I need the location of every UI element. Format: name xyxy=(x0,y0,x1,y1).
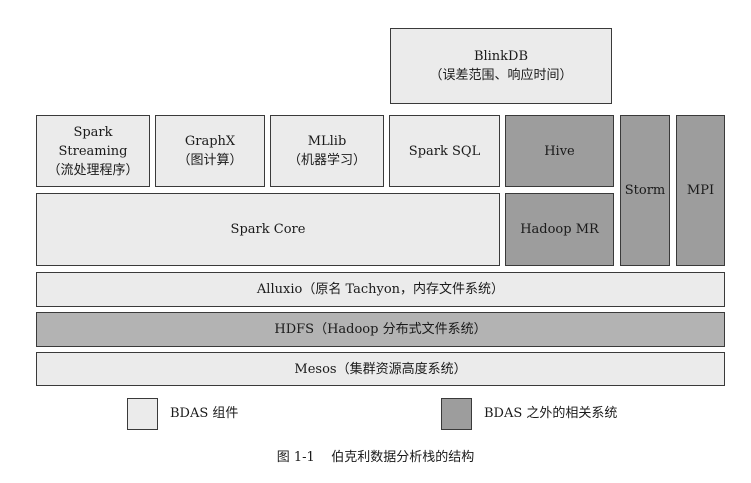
mesos-title: Mesos（集群资源高度系统） xyxy=(294,361,467,377)
hadoop-mr-box: Hadoop MR xyxy=(505,193,614,266)
blinkdb-box: BlinkDB （误差范围、响应时间） xyxy=(390,28,612,104)
blinkdb-subtitle: （误差范围、响应时间） xyxy=(429,68,573,83)
mpi-box: MPI xyxy=(676,115,725,266)
legend-bdas-swatch xyxy=(127,398,158,430)
alluxio-box: Alluxio（原名 Tachyon，内存文件系统） xyxy=(36,272,725,307)
legend-external-label: BDAS 之外的相关系统 xyxy=(484,406,618,421)
mllib-subtitle: （机器学习） xyxy=(287,153,366,168)
spark-streaming-box: Spark Streaming （流处理程序） xyxy=(36,115,150,187)
blinkdb-title: BlinkDB xyxy=(473,49,529,64)
mpi-title: MPI xyxy=(686,183,715,198)
hdfs-title: HDFS（Hadoop 分布式文件系统） xyxy=(274,322,487,337)
graphx-box: GraphX （图计算） xyxy=(155,115,265,187)
spark-streaming-line2: Streaming xyxy=(58,143,128,159)
graphx-subtitle: （图计算） xyxy=(177,153,243,168)
mesos-box: Mesos（集群资源高度系统） xyxy=(36,352,725,386)
storm-title: Storm xyxy=(624,183,666,198)
spark-streaming-line3: （流处理程序） xyxy=(47,162,139,178)
hive-box: Hive xyxy=(505,115,614,187)
mllib-title: MLlib xyxy=(307,134,347,149)
spark-sql-box: Spark SQL xyxy=(389,115,500,187)
legend-bdas-label: BDAS 组件 xyxy=(170,406,239,421)
legend-external-swatch xyxy=(441,398,472,430)
storm-box: Storm xyxy=(620,115,670,266)
hdfs-box: HDFS（Hadoop 分布式文件系统） xyxy=(36,312,725,347)
spark-sql-title: Spark SQL xyxy=(408,143,481,159)
spark-core-box: Spark Core xyxy=(36,193,500,266)
hadoop-mr-title: Hadoop MR xyxy=(520,222,599,237)
spark-streaming-line1: Spark xyxy=(73,124,113,140)
spark-core-title: Spark Core xyxy=(230,222,306,237)
figure-caption: 图 1-1 伯克利数据分析栈的结构 xyxy=(276,450,475,465)
alluxio-title: Alluxio（原名 Tachyon，内存文件系统） xyxy=(256,282,505,297)
hive-title: Hive xyxy=(544,143,575,159)
mllib-box: MLlib （机器学习） xyxy=(270,115,384,187)
graphx-title: GraphX xyxy=(184,134,236,149)
